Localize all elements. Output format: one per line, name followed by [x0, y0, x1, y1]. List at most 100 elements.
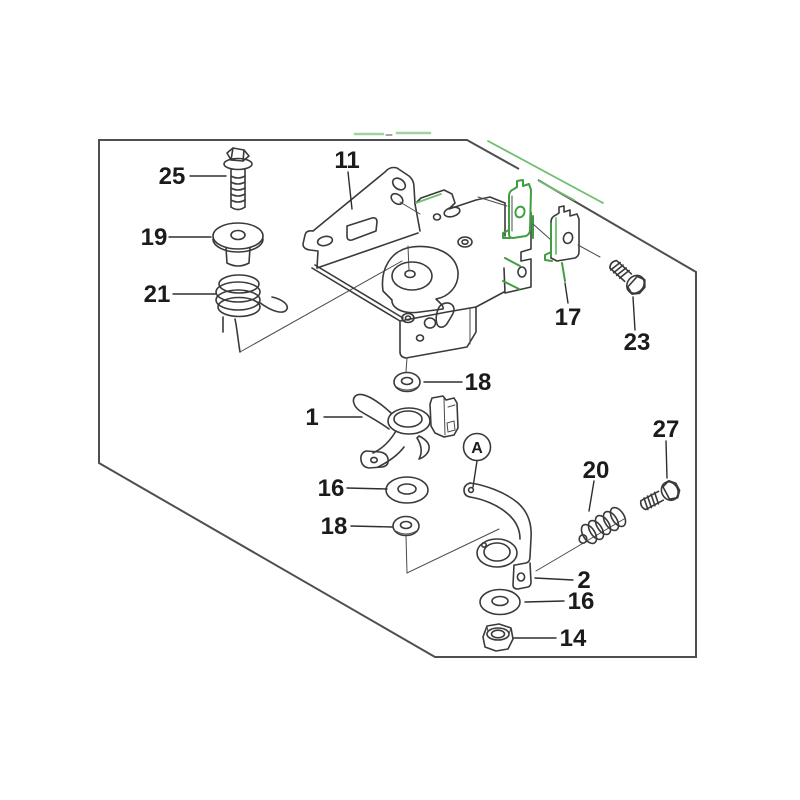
- bushing-stem: [225, 247, 251, 267]
- part-label-17: 17: [555, 304, 582, 331]
- bracket-box-front: [399, 306, 477, 359]
- part-label-1: 1: [305, 404, 318, 431]
- highlight-diagonal: [487, 140, 604, 204]
- ear-hole-top: [391, 177, 407, 191]
- bracket-right-flange: [503, 202, 532, 294]
- lever2-pinhole: [467, 486, 475, 494]
- part-20-spring: [535, 506, 627, 572]
- bolt-25-threads: [230, 175, 246, 203]
- nut-hex: [482, 623, 514, 652]
- bushing-hole: [230, 229, 246, 241]
- clip-right-hole: [562, 231, 574, 245]
- part-18-washer-upper: [393, 371, 421, 393]
- clip-left-hole: [514, 205, 526, 219]
- box-axis-line: [405, 357, 408, 373]
- corner-grommet: [401, 312, 415, 324]
- clip-right-highlight: [544, 223, 553, 262]
- plate-top-right-edge: [414, 189, 506, 210]
- part-label-18-lower: 18: [321, 513, 348, 540]
- part-label-2: 2: [577, 567, 590, 594]
- lever-clip-block: [429, 395, 459, 438]
- edge-highlight: [415, 193, 442, 204]
- part-label-11: 11: [334, 147, 359, 174]
- clip-right: [550, 205, 580, 262]
- highlight-on-border: [538, 180, 575, 201]
- bolt-25-flange: [223, 157, 253, 171]
- part-18-washer-lower: [392, 515, 500, 574]
- oval-hole: [443, 206, 461, 218]
- callout-labels: 25 19 21 11 17 23 18 1 16 18 20 27 2 16 …: [141, 147, 680, 652]
- bolt-27-shape: [636, 477, 683, 516]
- lever2-outer-edge: [469, 482, 532, 566]
- small-hole: [432, 213, 442, 221]
- box-hole: [423, 317, 437, 329]
- lever2-boss-outer: [476, 538, 518, 568]
- bolt-axis-line: [577, 244, 601, 258]
- lever2-tab-hole: [516, 572, 526, 582]
- detail-marker-label: A: [471, 440, 483, 457]
- part-label-20: 20: [583, 457, 610, 484]
- clip-leader-highlight: [561, 262, 566, 282]
- kidney-hole: [435, 302, 455, 328]
- part-17-clips: [477, 179, 601, 282]
- clip-connector-line: [532, 223, 552, 241]
- lever-upper-arm: [352, 393, 392, 430]
- lever2-boss-inner: [483, 542, 511, 562]
- cam-spiral: [381, 245, 459, 314]
- part-21-spring: [215, 260, 403, 353]
- part-label-16-upper: 16: [318, 475, 345, 502]
- bushing-flange: [212, 222, 264, 250]
- lever-foot: [360, 450, 389, 469]
- detail-marker-a: A: [462, 432, 492, 488]
- cam-axis-line: [407, 245, 410, 272]
- bracket-flange-outline: [312, 166, 421, 232]
- bolt-23-shape: [604, 255, 650, 299]
- detail-marker-leader: [472, 460, 478, 488]
- part-23-bolt: [604, 255, 650, 299]
- lever-foot-hole: [369, 456, 378, 464]
- part-11-bracket: [302, 166, 534, 373]
- part-16-washer-upper: [385, 476, 429, 504]
- part-27-bolt: [636, 477, 683, 516]
- part-label-19: 19: [141, 224, 168, 251]
- plate-left-edge: [311, 264, 404, 322]
- part-label-14: 14: [560, 625, 587, 652]
- part-14-nut: [482, 623, 514, 652]
- diagram-border: [98, 139, 697, 658]
- cam-hole: [404, 269, 416, 279]
- part-label-18-upper: 18: [465, 369, 492, 396]
- right-flange-hole: [517, 266, 527, 278]
- part-label-16-lower: 16: [568, 588, 595, 615]
- washer-axis-line: [405, 528, 500, 574]
- ear-hole-bottom: [390, 192, 404, 206]
- spring20-end-loop: [578, 533, 588, 544]
- border-outline: [98, 139, 697, 658]
- spring-tail-hook: [258, 296, 289, 313]
- clip-left-foot: [502, 229, 511, 239]
- cam-boss: [391, 261, 433, 291]
- part-label-23: 23: [624, 329, 651, 356]
- part-label-21: 21: [144, 281, 171, 308]
- part-16-washer-lower: [479, 588, 521, 616]
- part-19-bushing: [212, 222, 264, 267]
- part-1-lever: [352, 393, 459, 469]
- highlight-accents: [353, 131, 604, 204]
- lever2-end: [463, 482, 471, 498]
- grommet-upper: [457, 236, 473, 248]
- lever-tab: [416, 435, 430, 460]
- left-ear-hole: [316, 235, 334, 247]
- box-small-hole: [415, 334, 425, 342]
- flange-highlight-1: [504, 257, 521, 267]
- spring-axis-line: [239, 260, 403, 353]
- lever-ring-inner: [393, 410, 423, 428]
- part-label-27: 27: [653, 416, 680, 443]
- lever2-tab: [512, 562, 532, 590]
- part-label-25: 25: [159, 163, 186, 190]
- lever2-inner-edge: [469, 496, 521, 540]
- part-2-lever: [463, 482, 532, 590]
- part-25-flange-bolt: [223, 147, 253, 211]
- flange-highlight-2: [502, 280, 520, 290]
- bracket-slot: [346, 217, 378, 241]
